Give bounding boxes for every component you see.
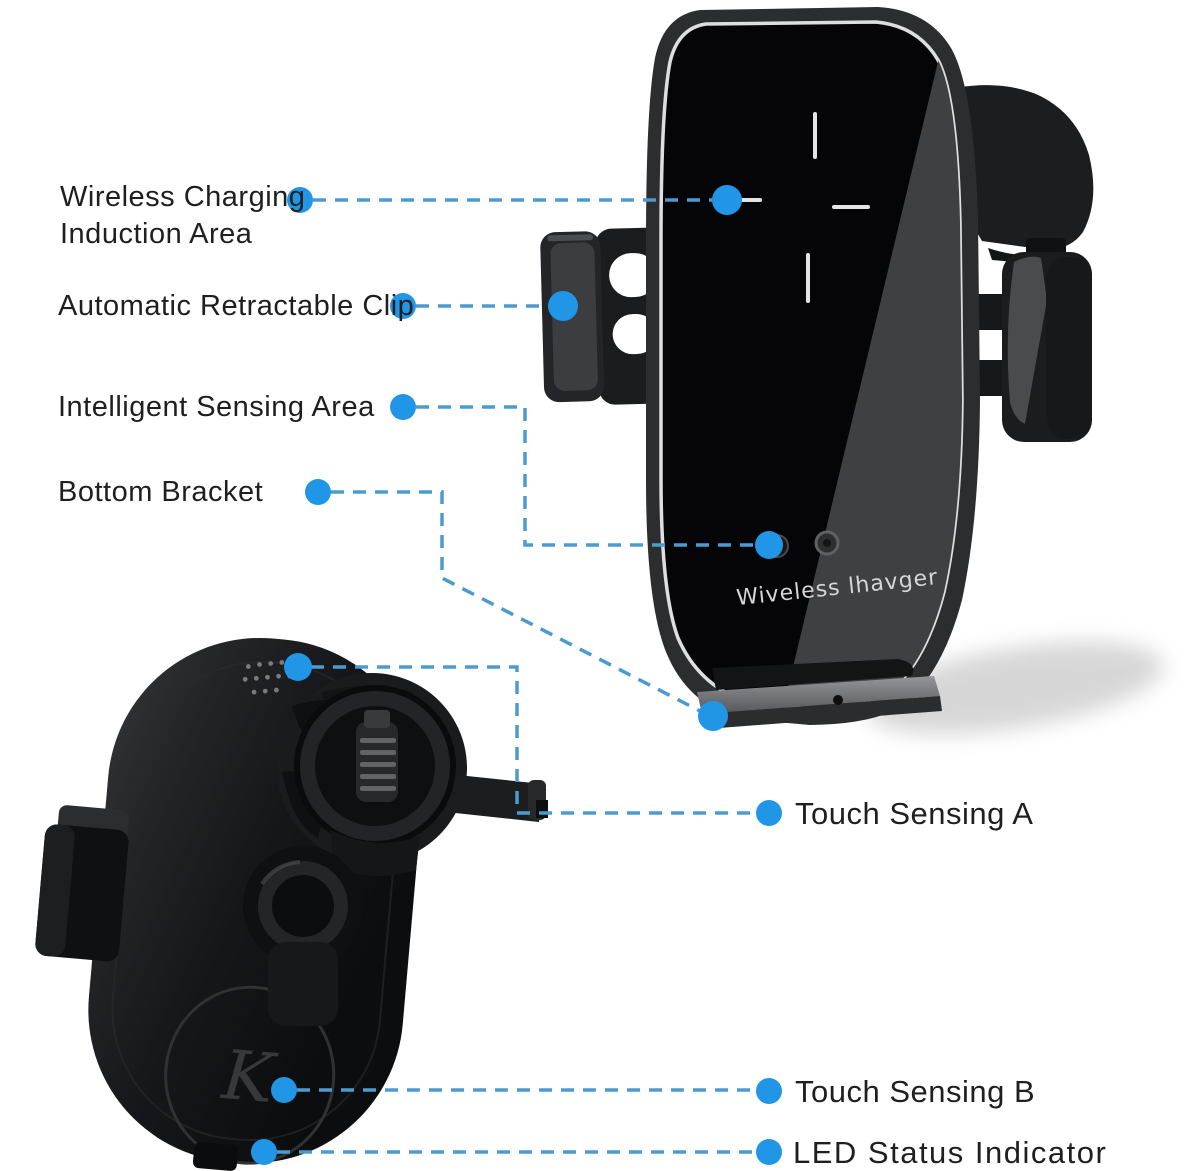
callout-dot-wireless-charging-label (287, 187, 313, 213)
callout-lines (277, 198, 755, 1154)
callout-line-bottom-bracket (331, 490, 701, 713)
label-wireless-charging-induction-area: Wireless Charging Induction Area (60, 181, 306, 250)
clamp-knob (243, 846, 363, 966)
callout-dots (251, 185, 783, 1165)
face-reflection (776, 45, 962, 707)
callout-dot-led-label (756, 1139, 782, 1165)
label-bottom-bracket: Bottom Bracket (58, 476, 264, 508)
callout-dot-bottom-bracket-device (698, 701, 728, 731)
clamp-arm (446, 774, 543, 822)
label-touch-sensing-b: Touch Sensing B (795, 1074, 1036, 1109)
callout-dot-touch-a-device (284, 653, 312, 681)
callout-dot-wireless-charging-device (712, 185, 742, 215)
callout-dot-sensing-area-device (755, 531, 783, 559)
front-device: Wiveless lhavger (540, 7, 1164, 734)
charging-crosshair-ticks (740, 112, 870, 303)
label-intelligent-sensing-area: Intelligent Sensing Area (58, 391, 375, 423)
brand-logo-oval: K (164, 985, 336, 1165)
callout-dot-touch-b-label (756, 1078, 782, 1104)
callout-dot-sensing-area-label (390, 394, 416, 420)
label-touch-sensing-a: Touch Sensing A (795, 796, 1034, 831)
callout-dot-touch-b-device (271, 1077, 297, 1103)
right-clip (978, 252, 1092, 442)
callout-dot-led-device (251, 1139, 277, 1165)
back-left-clip (35, 805, 129, 962)
callout-dot-bottom-bracket-label (305, 479, 331, 505)
sensor-dot-right-center (823, 539, 831, 547)
bottom-bracket (697, 659, 942, 729)
callout-dot-touch-a-label (756, 800, 782, 826)
vent-clamp (243, 673, 548, 1026)
callout-line-touch-a (311, 665, 755, 815)
back-device: K (35, 637, 548, 1171)
callout-line-sensing-area (416, 405, 754, 547)
label-led-status-indicator: LED Status Indicator (793, 1135, 1108, 1170)
speaker-holes (242, 659, 296, 695)
label-automatic-retractable-clip: Automatic Retractable Clip (58, 290, 415, 322)
logo-glyph: K (217, 1036, 281, 1120)
bottom-foot (192, 1142, 239, 1171)
callout-dot-retractable-clip-label (390, 293, 416, 319)
callout-dot-retractable-clip-device (548, 291, 578, 321)
clamp-spring (356, 710, 398, 802)
